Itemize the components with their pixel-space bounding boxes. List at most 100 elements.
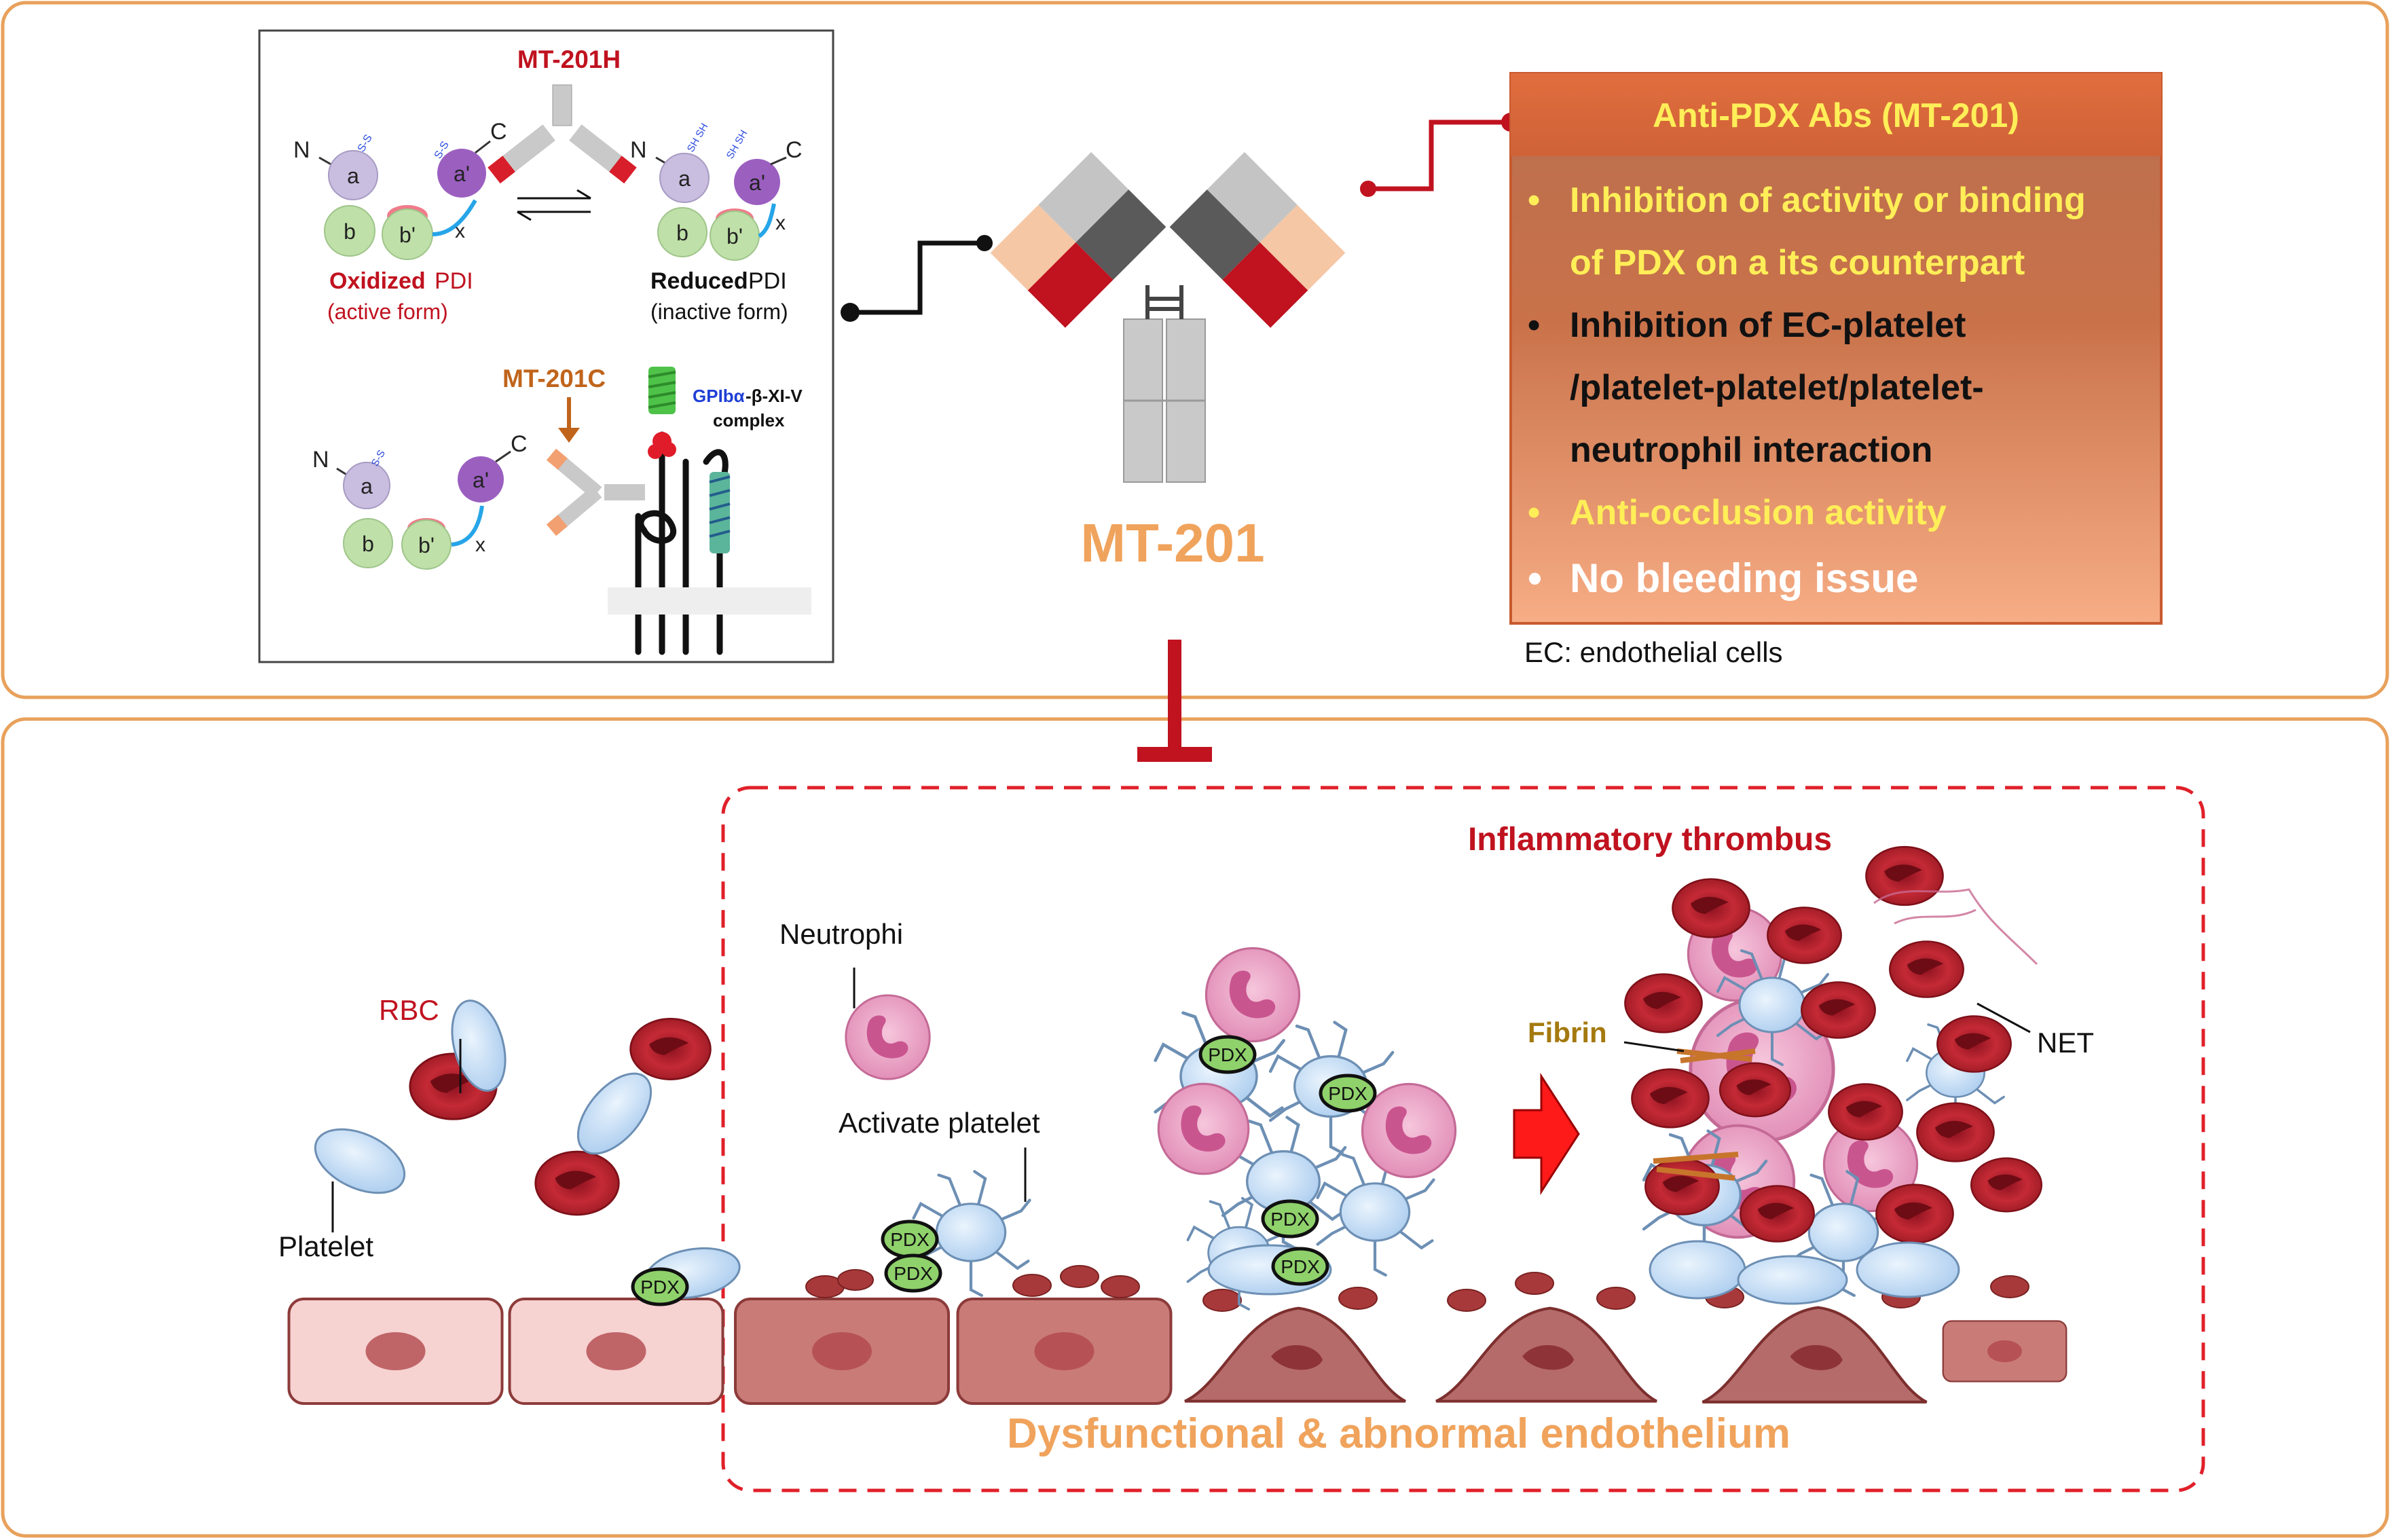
svg-text:complex: complex <box>713 410 785 430</box>
oxidized-pdi-icon: N a b b' a' C x S-S S-S Oxidized PDI (ac… <box>293 119 507 324</box>
mt201h-antibody-icon <box>488 84 637 184</box>
pdx-badge-label: PDX <box>1328 1083 1367 1104</box>
anti-pdx-bullet: • <box>1528 493 1540 532</box>
svg-text:a: a <box>347 164 359 188</box>
endothelial-cell <box>1703 1308 1927 1402</box>
anti-pdx-bullet: • <box>1528 555 1542 601</box>
pdx-badge-label: PDX <box>894 1263 933 1284</box>
platelet-label: Platelet <box>278 1230 373 1262</box>
svg-text:x: x <box>455 220 465 242</box>
activated-platelet-label: Activate platelet <box>839 1107 1040 1139</box>
fibrin-label: Fibrin <box>1528 1016 1607 1048</box>
bottom-panel <box>1 717 2389 1538</box>
svg-text:N: N <box>630 137 647 163</box>
top-panel <box>1 1 2389 699</box>
anti-pdx-item-text: of PDX on a its counterpart <box>1570 243 2025 282</box>
progression-arrow-icon <box>1513 1072 1580 1196</box>
pdx-badge-label: PDX <box>890 1229 930 1250</box>
rbc-cell <box>534 1150 620 1216</box>
anti-pdx-item-text: /platelet-platelet/platelet- <box>1570 368 1984 407</box>
endothelial-cell <box>1942 1319 2067 1383</box>
svg-text:N: N <box>312 447 329 473</box>
endothelium-title: Dysfunctional & abnormal endothelium <box>1007 1410 1790 1457</box>
anti-pdx-item-text: Anti-occlusion activity <box>1570 493 1947 532</box>
mt201c-antibody-icon <box>546 448 645 536</box>
svg-text:PDI: PDI <box>748 268 787 294</box>
endothelial-cell <box>1185 1308 1405 1401</box>
neutrophil-label: Neutrophi <box>779 918 903 950</box>
bound-pdi-icon: N a b b' a' C x S-S <box>312 431 528 570</box>
anti-pdx-bullet-list: • Inhibition of activity or binding of PDX… <box>1528 181 2086 601</box>
svg-text:b': b' <box>727 224 743 249</box>
mt201-antibody-icon <box>841 113 1520 483</box>
pdx-badge-label: PDX <box>1270 1209 1310 1230</box>
svg-text:x: x <box>775 212 786 234</box>
mt201h-label: MT-201H <box>517 45 621 73</box>
platelet-cell <box>314 1128 406 1194</box>
rbc-cell <box>629 1017 712 1081</box>
anti-pdx-item-text: Inhibition of EC-platelet <box>1570 306 1966 345</box>
net-label: NET <box>2037 1027 2094 1059</box>
anti-pdx-bullet: • <box>1528 181 1540 220</box>
svg-text:C: C <box>786 137 803 163</box>
svg-text:a': a' <box>454 162 470 186</box>
membrane-icon <box>608 587 811 615</box>
gpib-helix-icon <box>648 367 676 459</box>
anti-pdx-box: Anti-PDX Abs (MT-201) • Inhibition of act… <box>1509 72 2163 625</box>
svg-text:b: b <box>676 221 688 245</box>
svg-text:C: C <box>511 431 528 457</box>
neutrophil-cell <box>845 994 931 1080</box>
svg-text:a': a' <box>749 170 765 195</box>
anti-pdx-item-text: Inhibition of activity or binding <box>1570 181 2086 220</box>
endothelial-cell <box>1436 1308 1657 1401</box>
svg-text:Oxidized: Oxidized <box>329 268 426 294</box>
mt201c-arrow-icon <box>558 397 580 443</box>
svg-text:-β-XI-V: -β-XI-V <box>746 386 803 406</box>
svg-text:x: x <box>475 534 485 556</box>
svg-text:b: b <box>344 219 356 244</box>
fibrin-strand-icon <box>1653 1048 1756 1181</box>
pdx-badge-icon <box>1198 1035 1257 1074</box>
endothelial-cell <box>958 1299 1171 1404</box>
gpib-complex-icon: GPIbα -β-XI-V complex <box>608 367 811 655</box>
pdx-badge-icon <box>884 1253 942 1293</box>
rbc-label: RBC <box>379 994 439 1026</box>
gpix-helix-icon <box>709 472 731 553</box>
pdx-badge-label: PDX <box>640 1277 680 1298</box>
pdx-badge-label: PDX <box>1281 1256 1320 1277</box>
platelet-cell <box>451 1000 507 1092</box>
anti-pdx-title: Anti-PDX Abs (MT-201) <box>1653 96 2019 134</box>
endothelial-cell <box>735 1299 949 1404</box>
inhibit-icon <box>1137 640 1212 762</box>
ec-footnote: EC: endothelial cells <box>1524 636 1783 668</box>
thrombus-dashed-frame <box>721 786 2205 1492</box>
svg-text:N: N <box>293 137 310 163</box>
thrombus-title: Inflammatory thrombus <box>1468 822 1832 858</box>
inflammatory-thrombus <box>1624 845 2043 1305</box>
svg-text:PDI: PDI <box>435 268 473 294</box>
pdx-badge-icon <box>1271 1247 1329 1286</box>
pdx-badge-label: PDX <box>1208 1044 1247 1065</box>
pdx-badge-icon <box>631 1267 689 1306</box>
svg-text:a: a <box>361 474 373 498</box>
platelet-cell <box>576 1072 652 1155</box>
anti-pdx-item-text: No bleeding issue <box>1570 555 1918 601</box>
pdx-badge-icon <box>1261 1199 1319 1239</box>
pdx-badge-icon <box>1319 1074 1377 1113</box>
equilibrium-arrows-icon <box>517 189 591 221</box>
svg-text:b: b <box>362 532 374 556</box>
svg-text:b': b' <box>418 533 435 557</box>
mt201c-label: MT-201C <box>502 365 606 392</box>
svg-text:C: C <box>490 119 507 145</box>
mt201-label: MT-201 <box>1080 513 1264 573</box>
pdi-inset: MT-201H N a b b' a' C x S-S S-S Oxid <box>258 29 834 663</box>
pdx-badges: PDX PDX PDX PDX PDX PDX PDX <box>631 1035 1377 1306</box>
svg-text:a: a <box>678 166 691 191</box>
svg-text:(active form): (active form) <box>327 299 448 324</box>
anti-pdx-item-text: neutrophil interaction <box>1570 430 1932 470</box>
svg-text:Reduced: Reduced <box>650 268 748 294</box>
endothelial-cell <box>289 1299 502 1404</box>
svg-text:a': a' <box>473 468 489 492</box>
net-strand-icon <box>1873 888 2038 966</box>
